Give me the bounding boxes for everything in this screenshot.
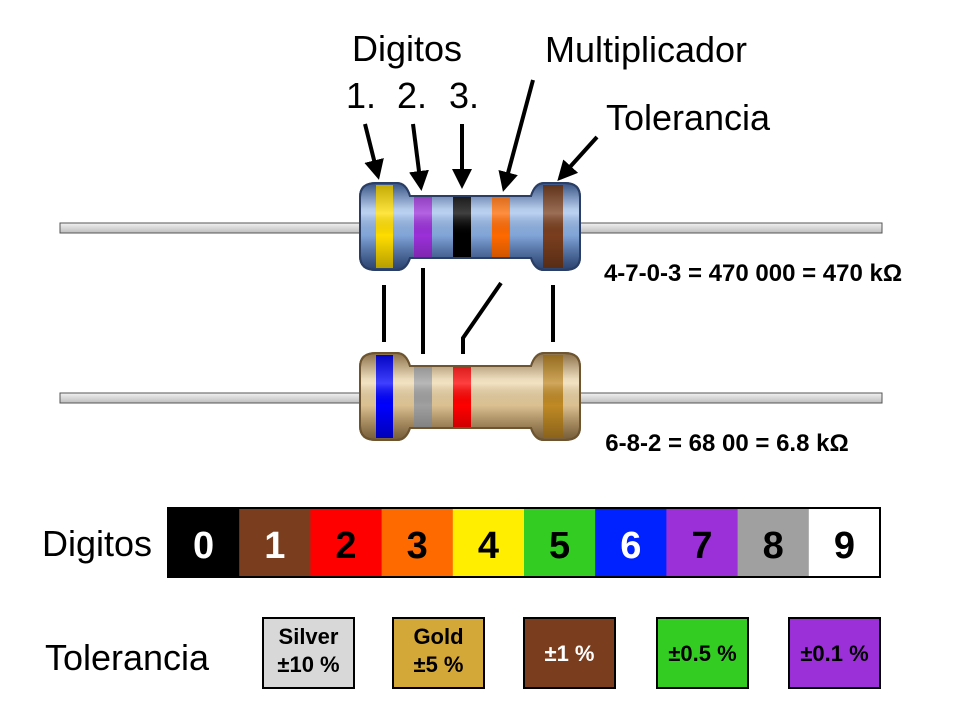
digit-position-1-label: 1.: [346, 75, 376, 116]
arrow-tolerance: [557, 135, 599, 181]
resistor-tan-shading: [359, 352, 581, 441]
digit-cell-label-9: 9: [834, 525, 855, 567]
digit-cell-1: [239, 508, 311, 577]
digit-cell-label-3: 3: [407, 525, 428, 567]
tolerance-box-brown-text: ±1 %: [545, 641, 595, 666]
connector-multiplier: [461, 281, 503, 354]
digit-cell-9: [808, 508, 881, 577]
digit-cell-label-0: 0: [193, 525, 214, 567]
tolerance-box-silver-text: Silver: [279, 624, 339, 649]
tolerance-box-silver-text: ±10 %: [277, 652, 339, 677]
digit-row-border: [167, 507, 881, 578]
band-connectors: [382, 268, 555, 354]
multiplier-label: Multiplicador: [545, 29, 747, 70]
digits-row-label: Digitos: [42, 523, 152, 564]
resistor-blue-formula: 4-7-0-3 = 470 000 = 470 kΩ: [604, 260, 902, 287]
digit-cell-3: [381, 508, 454, 577]
digit-cell-6: [595, 508, 667, 577]
digit-cell-label-7: 7: [691, 525, 712, 567]
digit-cell-0: [168, 508, 240, 577]
tolerance-box-gold: [392, 617, 485, 689]
tolerance-box-silver: [262, 617, 355, 689]
tolerance-box-violet: [788, 617, 881, 689]
resistor-blue-shading: [359, 182, 581, 271]
digit-cell-7: [666, 508, 739, 577]
digit-cell-label-4: 4: [478, 525, 499, 567]
digits-header-label: Digitos: [352, 28, 462, 69]
tolerance-box-green-text: ±0.5 %: [668, 641, 736, 666]
tolerance-row-label: Tolerancia: [45, 637, 210, 678]
arrow-digit-2: [409, 123, 429, 191]
digit-position-2-label: 2.: [397, 75, 427, 116]
tolerance-box-brown: [523, 617, 616, 689]
tolerance-box-green: [656, 617, 749, 689]
annotation-arrows: [363, 79, 599, 192]
digit-cell-label-2: 2: [335, 525, 356, 567]
digit-cell-8: [737, 508, 810, 577]
arrow-multiplier: [498, 79, 535, 192]
digit-cell-label-1: 1: [264, 525, 285, 567]
resistor-tan-formula: 6-8-2 = 68 00 = 6.8 kΩ: [605, 430, 848, 457]
digit-cell-label-8: 8: [763, 525, 784, 567]
arrow-digit-1: [363, 123, 384, 180]
digit-cell-4: [452, 508, 525, 577]
digit-position-3-label: 3.: [449, 75, 479, 116]
resistor-blue: [59, 182, 883, 271]
digit-color-cells: 0 1 2 3 4 5 6 7 8 9: [168, 508, 881, 577]
tolerance-box-gold-text: Gold: [413, 624, 463, 649]
tolerance-color-boxes: Silver ±10 % Gold ±5 % ±1 % ±0.5 % ±0.1 %: [262, 617, 881, 689]
digit-cell-label-6: 6: [620, 525, 641, 567]
tolerance-box-gold-text: ±5 %: [414, 652, 464, 677]
digit-cell-label-5: 5: [549, 525, 570, 567]
digit-cell-2: [310, 508, 383, 577]
tolerance-header-label: Tolerancia: [606, 97, 771, 138]
digit-cell-5: [524, 508, 596, 577]
resistor-tan: [59, 352, 883, 441]
tolerance-box-violet-text: ±0.1 %: [800, 641, 868, 666]
